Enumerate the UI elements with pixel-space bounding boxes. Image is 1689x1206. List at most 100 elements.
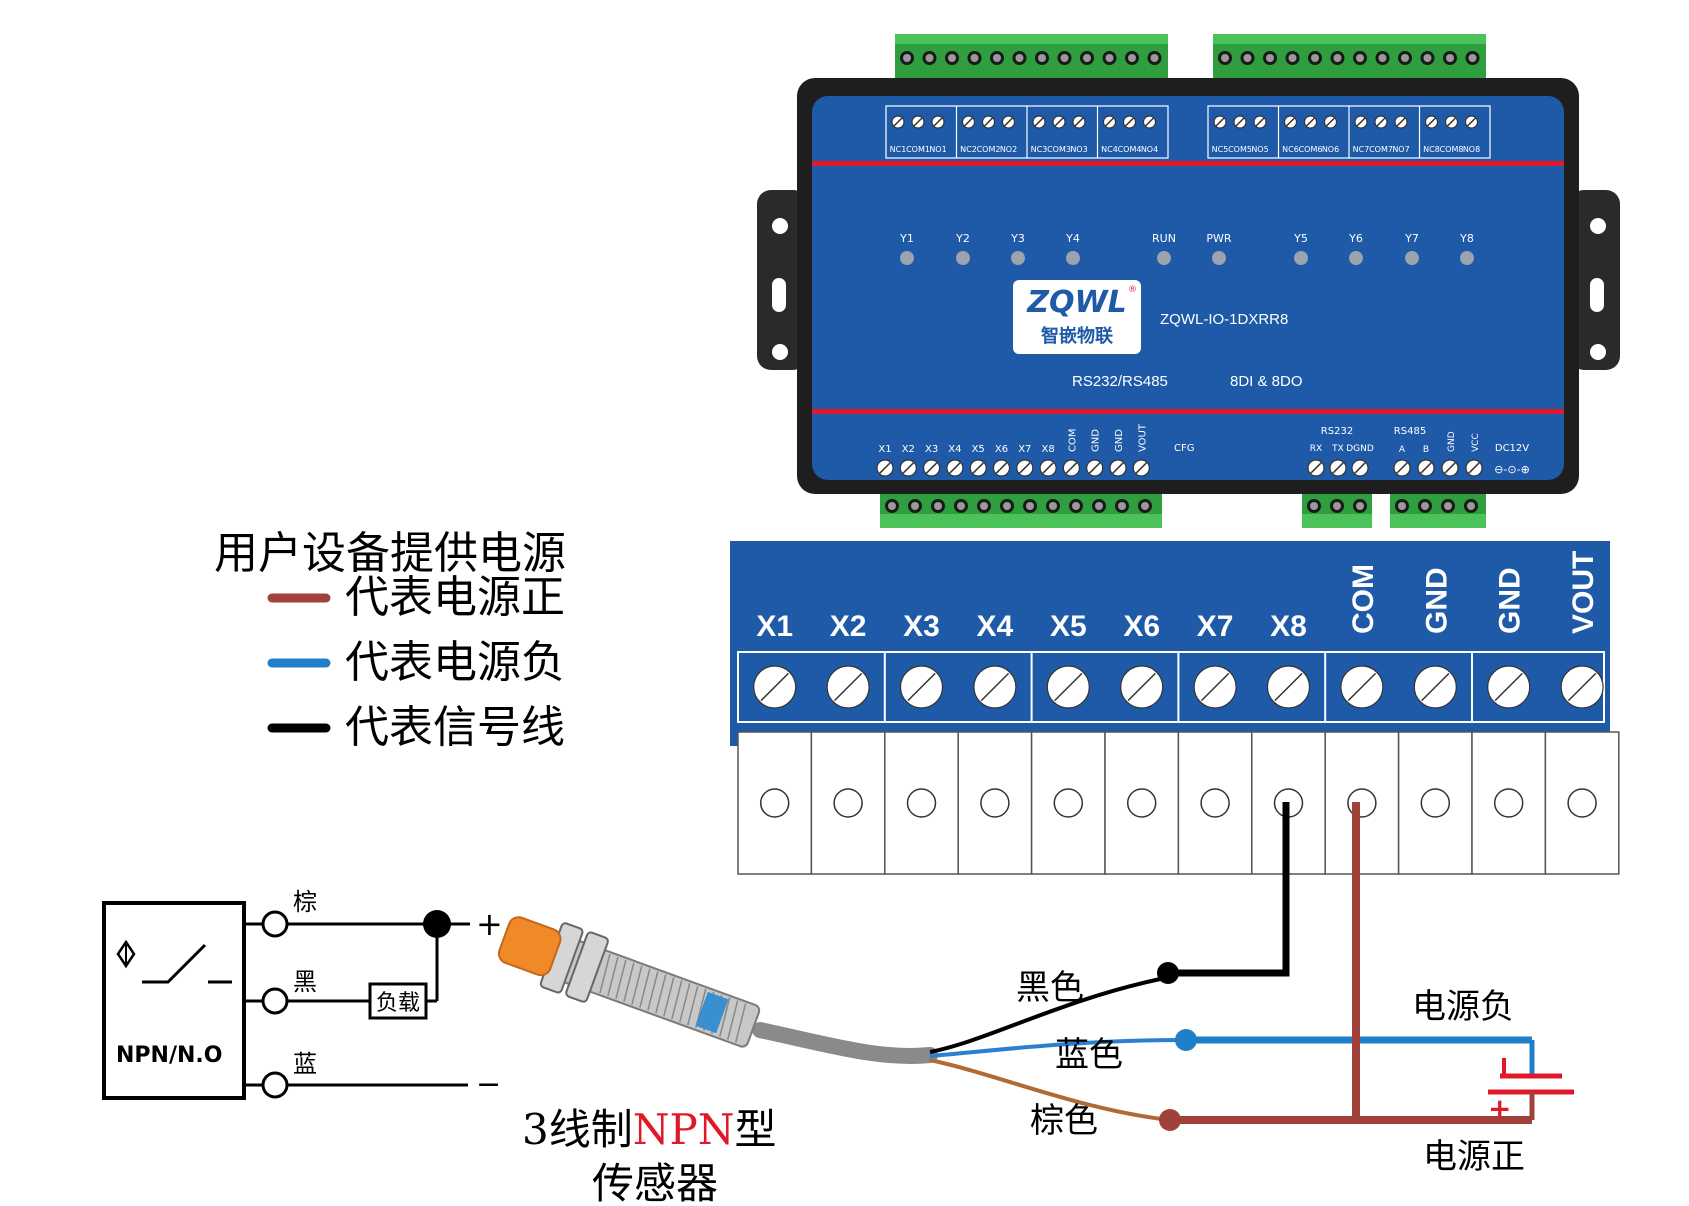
sensor-illustration [497,916,938,1064]
relay-pin-label: NC5 [1212,145,1229,154]
terminal-zoom-label: COM [1347,564,1380,634]
sensor-brown-lead [929,1058,1171,1122]
relay-terminal-block-1 [895,34,1168,79]
terminal-slot-hole [980,788,1010,818]
status-led [1066,251,1080,265]
relay-pin-label: NO4 [1141,145,1158,154]
status-led [1405,251,1419,265]
relay-pin-label: NC2 [960,145,977,154]
device-input-label: X1 [878,444,891,455]
brand-logo: ZQWL ® 智嵌物联 [1013,280,1141,354]
legend-item-label: 代表电源负 [345,637,565,688]
relay-pin-label: NC4 [1101,145,1118,154]
device-input-label: X3 [925,444,938,455]
sensor-type-label: NPN/N.O [116,1043,222,1068]
device-input-label: GND [1091,429,1102,452]
rs485-pin-label: VCC [1471,433,1481,452]
positive-terminal-mark: + [476,905,503,943]
relay-pin-label: COM4 [1118,145,1142,154]
device-input-label: VOUT [1137,423,1148,452]
device-io-label: 8DI & 8DO [1230,373,1303,390]
relay-pin-label: COM8 [1440,145,1464,154]
device-input-label: X2 [902,444,915,455]
legend-item-label: 代表电源正 [345,572,565,623]
terminal-slot-hole [1053,788,1084,818]
legend-item-label: 代表信号线 [345,702,565,753]
relay-pin-label: COM3 [1047,145,1071,154]
status-led [1011,251,1025,265]
relay-pin-label: COM1 [906,145,930,154]
inductive-symbol-icon [116,939,136,969]
sensor-caption-prefix: 3线制 [522,1105,633,1154]
terminal-zoom-label: GND [1420,567,1453,634]
negative-terminal-mark: − [476,1067,501,1102]
terminal-zoom-label: X4 [977,610,1014,643]
relay-terminal-block-2 [1213,34,1486,79]
status-led [1460,251,1474,265]
terminal-zoom-label: GND [1494,567,1527,634]
relay-pin-label: NC3 [1031,145,1048,154]
led-label: RUN [1152,232,1176,245]
power-negative-label: 电源负 [1412,987,1514,1027]
terminal-slot-hole [833,788,863,818]
relay-pin-label: NC1 [890,145,907,154]
status-led [1157,251,1171,265]
blue-wire-text: 蓝色 [1055,1035,1123,1075]
battery-icon: + [1488,1040,1574,1125]
input-terminal-block [880,488,1162,528]
terminal-slot-hole [1200,788,1230,818]
blue-wire-label: 蓝 [293,1050,317,1078]
device-input-label: X4 [948,444,961,455]
relay-pin-label: NO3 [1070,145,1087,154]
led-label: Y7 [1404,232,1419,245]
relay-pin-label: COM2 [977,145,1001,154]
battery-plus-mark: + [1488,1092,1511,1125]
terminal-block-slot [1397,731,1473,875]
registered-mark: ® [1128,285,1137,295]
relay-pin-label: NO5 [1251,145,1268,154]
sensor-caption: 3线制NPN型 [522,1105,777,1154]
status-led [900,251,914,265]
relay-pin-label: COM6 [1299,145,1323,154]
led-label: Y2 [955,232,970,245]
brand-logo-text: ZQWL [1026,285,1126,320]
led-label: Y4 [1065,232,1080,245]
terminal-zoom-label: X1 [756,610,793,643]
rs232-title: RS232 [1321,426,1353,437]
relay-pin-label: NC8 [1423,145,1440,154]
terminal-slot-hole [1567,788,1597,818]
device-input-label: X8 [1041,444,1054,455]
relay-pin-label: COM7 [1369,145,1393,154]
cfg-label: CFG [1174,443,1194,454]
status-led [956,251,970,265]
terminal-zoom-label: X3 [903,610,940,643]
terminal-zoom-label: X7 [1197,610,1234,643]
rs485-title: RS485 [1394,426,1426,437]
brown-wire-label: 棕 [293,888,317,916]
rs485-pin-label: B [1423,445,1429,455]
rs232-pin-label: RX [1310,444,1322,454]
rs232-pin-label: DGND [1346,444,1374,454]
device-interface-label: RS232/RS485 [1072,373,1168,390]
device-model: ZQWL-IO-1DXRR8 [1160,311,1288,328]
rs232-terminal-block [1302,488,1372,528]
terminal-zoom-label: VOUT [1567,551,1600,634]
brown-wire-text: 棕色 [1030,1101,1098,1141]
terminal-zoom-label: X5 [1050,610,1087,643]
terminal-slot-hole [1493,788,1524,818]
dc-power-label: DC12V [1495,443,1529,454]
terminal-zoom-label: X2 [830,610,867,643]
relay-pin-label: NC6 [1282,145,1299,154]
led-label: Y1 [899,232,914,245]
sensor-caption-line2: 传感器 [592,1159,718,1202]
sensor-caption-highlight: NPN [633,1105,735,1154]
led-label: PWR [1206,232,1232,245]
rs485-pin-label: GND [1447,431,1457,452]
sensor-blue-lead [929,1038,1187,1058]
